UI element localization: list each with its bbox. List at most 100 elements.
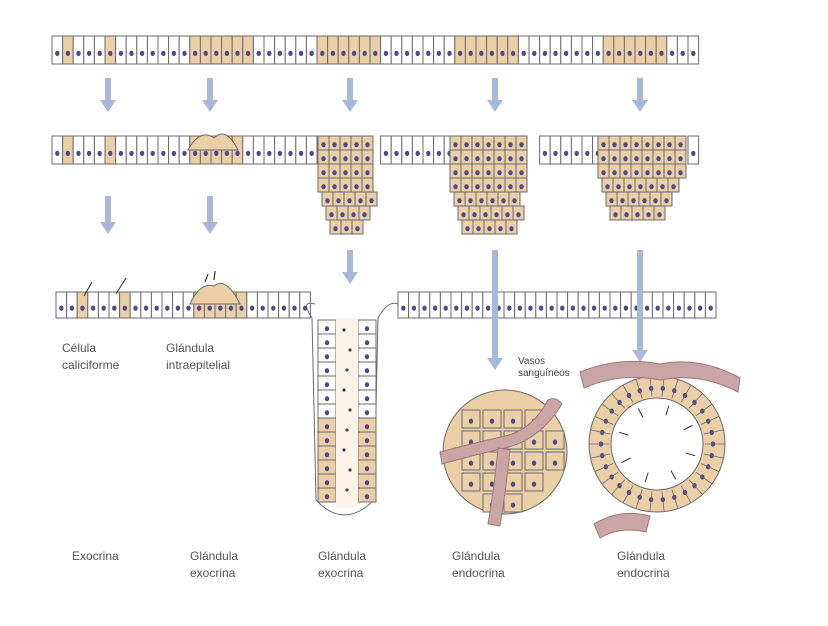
cell-border	[594, 415, 614, 425]
cell-nucleus	[218, 305, 223, 311]
cell-nucleus	[667, 142, 672, 148]
epithelial-cell	[87, 291, 99, 319]
secretion-arrow	[637, 408, 644, 418]
label-glandula-exocrina-2: Glándula exocrina	[318, 549, 367, 580]
epithelial-cell	[570, 35, 583, 65]
cell-nucleus	[461, 212, 466, 218]
cell-border	[688, 393, 703, 409]
cell-nucleus	[553, 150, 558, 156]
epithelial-cell	[687, 135, 700, 165]
cell-nucleus	[645, 156, 650, 162]
cell-nucleus	[454, 305, 459, 311]
cell-nucleus	[383, 50, 389, 56]
invagination-endocrine-1	[449, 135, 528, 235]
cell-nucleus	[256, 50, 261, 56]
epithelial-cell	[284, 35, 297, 65]
cell-nucleus	[364, 452, 370, 458]
cell-nucleus	[634, 156, 639, 162]
epithelium-row-3-right	[397, 291, 717, 319]
cell-nucleus	[507, 305, 512, 311]
epithelial-cell	[115, 35, 127, 65]
cell-nucleus	[364, 354, 370, 360]
cell-nucleus	[475, 305, 480, 311]
epithelial-cell	[108, 291, 121, 319]
epithelial-cell	[443, 35, 456, 65]
epithelial-cell	[539, 135, 551, 165]
cell-nucleus	[634, 142, 639, 148]
cell-nucleus	[605, 184, 610, 190]
epithelial-cell	[278, 291, 290, 319]
cell-nucleus	[519, 156, 524, 162]
epithelial-cell	[104, 135, 117, 165]
cell-nucleus	[616, 50, 622, 56]
cell-nucleus	[364, 494, 370, 500]
cell-nucleus	[669, 50, 675, 56]
epithelial-cell	[210, 35, 223, 65]
cell-nucleus	[497, 184, 502, 190]
cell-nucleus	[486, 184, 491, 190]
cell-nucleus	[154, 305, 159, 311]
epithelial-cell	[146, 135, 159, 165]
cell-nucleus	[464, 170, 469, 176]
cell-nucleus	[324, 452, 330, 458]
cell-nucleus	[494, 212, 499, 218]
label-glandula-intraepitelial: Glándula intraepitelial	[166, 341, 231, 372]
cell-border	[661, 491, 665, 512]
cell-nucleus	[324, 410, 330, 416]
secretion-droplet	[342, 388, 346, 392]
cell-nucleus	[508, 170, 513, 176]
cell-nucleus	[436, 150, 442, 156]
cell-nucleus	[354, 170, 359, 176]
cell-nucleus	[620, 198, 625, 204]
cell-nucleus	[122, 305, 128, 311]
cell-nucleus	[644, 305, 650, 311]
cell-nucleus	[489, 50, 495, 56]
epithelial-cell	[252, 135, 265, 165]
cell-nucleus	[432, 305, 438, 311]
cell-nucleus	[214, 150, 219, 156]
secretion-arrow	[621, 457, 631, 464]
epithelial-cell	[613, 35, 625, 65]
cell-nucleus	[612, 170, 617, 176]
secretion-arrow	[683, 424, 693, 431]
cell-nucleus	[139, 150, 145, 156]
epithelial-cell	[486, 35, 498, 65]
gland-wall	[306, 302, 399, 516]
cell-nucleus	[332, 184, 337, 190]
epithelial-cell	[66, 291, 78, 319]
cell-nucleus	[475, 170, 480, 176]
cell-nucleus	[574, 50, 579, 56]
epithelial-cell	[411, 35, 424, 65]
epithelial-cell	[418, 291, 431, 319]
cell-nucleus	[500, 50, 505, 56]
cell-nucleus	[687, 305, 692, 311]
cell-nucleus	[453, 170, 458, 176]
cell-nucleus	[508, 142, 513, 148]
cell-nucleus	[645, 142, 650, 148]
cell-nucleus	[101, 305, 106, 311]
epithelial-cell	[634, 35, 647, 65]
gland-lumen	[336, 318, 358, 508]
cell-nucleus	[531, 481, 537, 487]
cell-nucleus	[281, 305, 287, 311]
follicle-lumen	[610, 397, 704, 491]
cell-nucleus	[288, 50, 293, 56]
epithelial-cell	[51, 135, 64, 165]
cell-nucleus	[143, 305, 149, 311]
epithelial-cell	[390, 135, 403, 165]
cell-nucleus	[320, 50, 325, 56]
cell-nucleus	[69, 305, 75, 311]
cell-nucleus	[613, 212, 618, 218]
epithelial-cell	[136, 135, 148, 165]
epithelial-cell	[129, 291, 142, 319]
epithelial-cell	[464, 35, 477, 65]
cell-nucleus	[365, 142, 370, 148]
epithelial-cell	[401, 135, 413, 165]
cell-nucleus	[139, 50, 145, 56]
cell-nucleus	[476, 226, 481, 232]
cell-nucleus	[570, 305, 576, 311]
label-exocrina: Exocrina	[72, 549, 119, 563]
cell-nucleus	[436, 50, 442, 56]
epithelial-cell	[549, 135, 562, 165]
cell-nucleus	[224, 150, 230, 156]
